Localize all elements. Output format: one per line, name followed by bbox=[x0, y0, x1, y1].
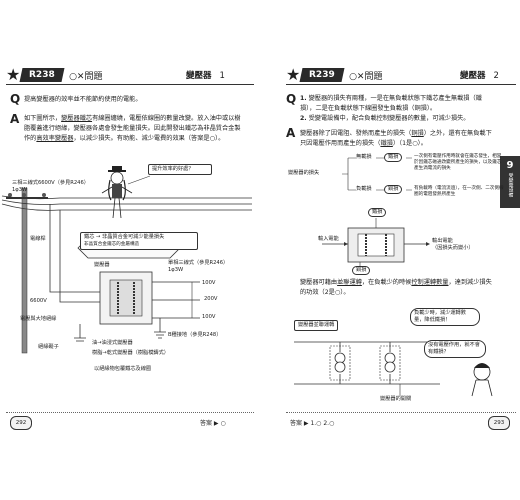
parallel-label: 變壓器並聯運轉 bbox=[294, 320, 339, 331]
star-icon: ★ bbox=[6, 65, 21, 84]
loss-title: 變壓器的損失 bbox=[288, 170, 320, 176]
question-type: ○✕問題 bbox=[349, 71, 383, 82]
label-100v-b: 100V bbox=[202, 314, 216, 320]
core-callout: 鐵芯 → 非晶質合金可減少能量損失非晶質合金鐵芯的金屬構造 bbox=[80, 232, 198, 250]
star-icon: ★ bbox=[286, 65, 301, 84]
label-transformer: 變壓器 bbox=[94, 262, 110, 268]
label-single-phase: 單相三線式（參見R246）1φ3W bbox=[168, 260, 229, 273]
iron-loss-pill: 鐵損 bbox=[384, 153, 403, 162]
question-type: ○✕問題 bbox=[69, 71, 103, 82]
question-1: 1. 變壓器的損失有兩種，一是在無負載狀態下鐵芯產生無載損（鐵損），二是在負載狀… bbox=[300, 95, 482, 112]
no-load-loss: 無載損 bbox=[356, 154, 372, 160]
answer-text: 如下圖所示，變壓器鐵芯有線圈纏繞，電壓依線圈的數量改變。放入油中或以樹脂覆蓋進行… bbox=[24, 115, 241, 142]
header-rule bbox=[286, 84, 516, 85]
chapter-tab: 9 受變電設備 bbox=[500, 156, 520, 208]
footer-rule bbox=[6, 412, 254, 413]
answer-footer: 答案 ▶ ○ bbox=[200, 420, 226, 427]
input-energy: 輸入電能 bbox=[318, 236, 339, 242]
label-switch: 變壓器的開關 bbox=[380, 396, 412, 402]
energy-flow-diagram bbox=[322, 218, 430, 268]
label-insulator: 絕緣礙子 bbox=[38, 344, 59, 350]
q-mark: Q bbox=[10, 92, 21, 106]
label-grounding-b: B種接地（參見R248） bbox=[168, 332, 222, 338]
label-3phase: 三相三線式6600V（參見R246）1φ3W bbox=[12, 180, 89, 193]
answer-text: 變壓器除了因電阻、發熱而產生的損失（銅損）之外，還有在無負載下只因電壓作用而產生… bbox=[300, 130, 492, 147]
left-header: ★ R238 ○✕問題 bbox=[6, 66, 102, 84]
parallel-paragraph: 變壓器可藉由並聯運轉，在負載少的時候控制運轉數量，達到減少損失的功效（2是○）。 bbox=[300, 279, 492, 296]
label-pole: 電線桿 bbox=[30, 236, 46, 242]
label-bottom: 以絕緣物包覆鐵芯及線圈 bbox=[94, 366, 152, 372]
speech-bubble-less: 負載少時，減少運轉數量，降低鐵損！ bbox=[410, 308, 480, 326]
label-oil: 油→油浸式變壓器 bbox=[92, 340, 133, 346]
footer-rule bbox=[286, 412, 516, 413]
header-rule bbox=[6, 84, 254, 85]
label-100v-a: 100V bbox=[202, 280, 216, 286]
label-resin: 樹脂→乾式變壓器（樹脂模鑄式） bbox=[92, 350, 169, 356]
a-mark: A bbox=[10, 112, 20, 126]
parallel-operation-diagram bbox=[294, 341, 493, 397]
a-mark: A bbox=[286, 126, 296, 140]
page-number: 293 bbox=[488, 416, 510, 430]
copper-loss-label: 銅損 bbox=[352, 266, 371, 275]
label-200v: 200V bbox=[204, 296, 218, 302]
label-grounding-high: 電壓與大地絕緣 bbox=[20, 316, 57, 322]
iron-loss-label: 鐵損 bbox=[368, 208, 387, 217]
load-loss: 負載損 bbox=[356, 186, 372, 192]
page-number: 292 bbox=[10, 416, 32, 430]
speech-bubble-efficiency: 提升效率的好處？ bbox=[148, 164, 212, 175]
question-id-badge: R239 bbox=[299, 68, 345, 82]
q-mark: Q bbox=[286, 92, 297, 106]
loss-tree bbox=[342, 157, 412, 191]
question-text: 提高變壓器的效率並不能節約使用的電能。 bbox=[24, 96, 142, 103]
answer-footer: 答案 ▶ 1.○ 2.○ bbox=[290, 420, 335, 427]
output-energy: 輸出電能（因損失而變小） bbox=[432, 238, 474, 251]
copper-loss-pill: 銅損 bbox=[384, 185, 403, 194]
question-id-badge: R238 bbox=[19, 68, 65, 82]
right-header: ★ R239 ○✕問題 bbox=[286, 66, 382, 84]
question-2: 2. 受變電設備中，配合負載控制變壓器的數量，可減少損失。 bbox=[300, 115, 470, 122]
speech-bubble-none: 沒有電壓作用，就不會有鐵損？ bbox=[424, 340, 486, 358]
iron-loss-desc: 一次側有電壓作用時就會在鐵芯發生，相當於因鐵芯磁通改變所產生的損失，以及鐵芯產生… bbox=[414, 154, 502, 171]
label-6600v: 6600V bbox=[30, 298, 47, 304]
copper-loss-desc: 有負載時（電流流過），在一次側、二次側線圈的電阻發熱所產生 bbox=[414, 186, 504, 197]
character-figure bbox=[101, 166, 133, 219]
